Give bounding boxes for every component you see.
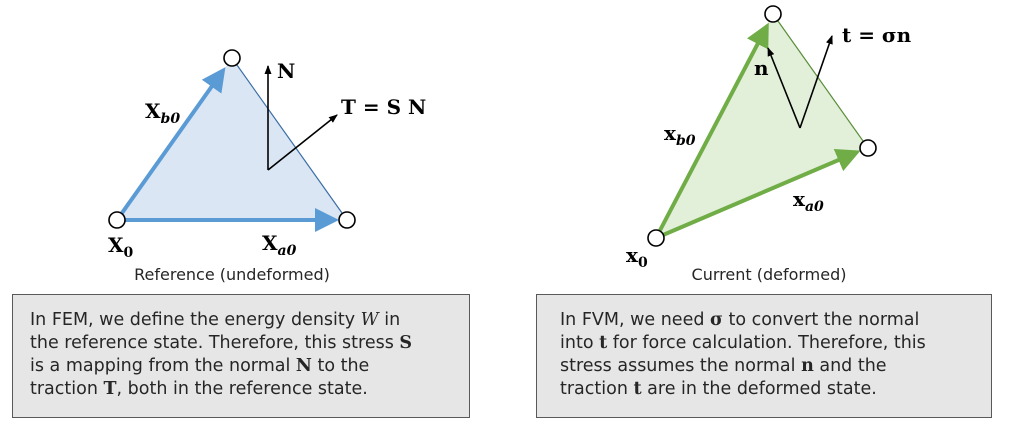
fvm-note-line-4: traction t are in the deformed state. <box>560 379 877 399</box>
reference-vertex-a <box>338 211 356 229</box>
reference-label-normal: N <box>277 59 295 83</box>
fem-note-line-2: the reference state. Therefore, this str… <box>30 333 413 353</box>
current-traction-arrow <box>799 35 833 129</box>
fem-note-line-1: In FEM, we define the energy density W i… <box>30 310 401 330</box>
current-triangle <box>656 14 868 238</box>
current-label-xa0: xa0 <box>793 187 824 215</box>
fem-note-line-4: traction T, both in the reference state. <box>30 379 368 399</box>
reference-label-xa0: Xa0 <box>262 231 297 259</box>
current-diagram: t = σn n xb0 xa0 x0 Current (deformed) <box>626 5 912 284</box>
reference-triangle <box>117 58 347 220</box>
reference-label-traction: T = S N <box>341 95 426 119</box>
current-caption: Current (deformed) <box>692 265 847 284</box>
reference-traction-arrow <box>267 114 338 171</box>
current-label-normal: n <box>754 56 769 80</box>
current-vector-xa0 <box>655 149 861 240</box>
reference-vertex-0 <box>108 211 126 229</box>
reference-label-xb0: Xb0 <box>145 99 180 127</box>
reference-diagram: Xb0 N T = S N X0 Xa0 Reference (undeform… <box>108 49 426 284</box>
reference-vector-xb0 <box>115 67 226 222</box>
current-edge-b-a <box>772 13 869 149</box>
current-normal-arrow <box>767 47 801 129</box>
current-vertex-0 <box>647 229 665 247</box>
fvm-note-line-3: stress assumes the normal n and the <box>560 356 887 376</box>
current-label-traction: t = σn <box>842 23 912 47</box>
current-vertex-a <box>859 139 877 157</box>
fvm-note-line-2: into t for force calculation. Therefore,… <box>560 333 926 353</box>
reference-label-x0: X0 <box>108 233 134 261</box>
reference-caption: Reference (undeformed) <box>134 265 330 284</box>
fvm-note-line-1: In FVM, we need σ to convert the normal <box>560 310 920 330</box>
current-vector-xb0 <box>654 22 769 239</box>
current-vertex-b <box>764 5 782 23</box>
fem-note-box: In FEM, we define the energy density W i… <box>12 294 470 418</box>
reference-edge-b-a <box>231 57 348 221</box>
current-label-x0: x0 <box>626 243 648 271</box>
fvm-note-box: In FVM, we need σ to convert the normal … <box>536 294 992 418</box>
fem-note-line-3: is a mapping from the normal N to the <box>30 356 370 376</box>
reference-vertex-b <box>223 49 241 67</box>
current-label-xb0: xb0 <box>664 121 696 149</box>
